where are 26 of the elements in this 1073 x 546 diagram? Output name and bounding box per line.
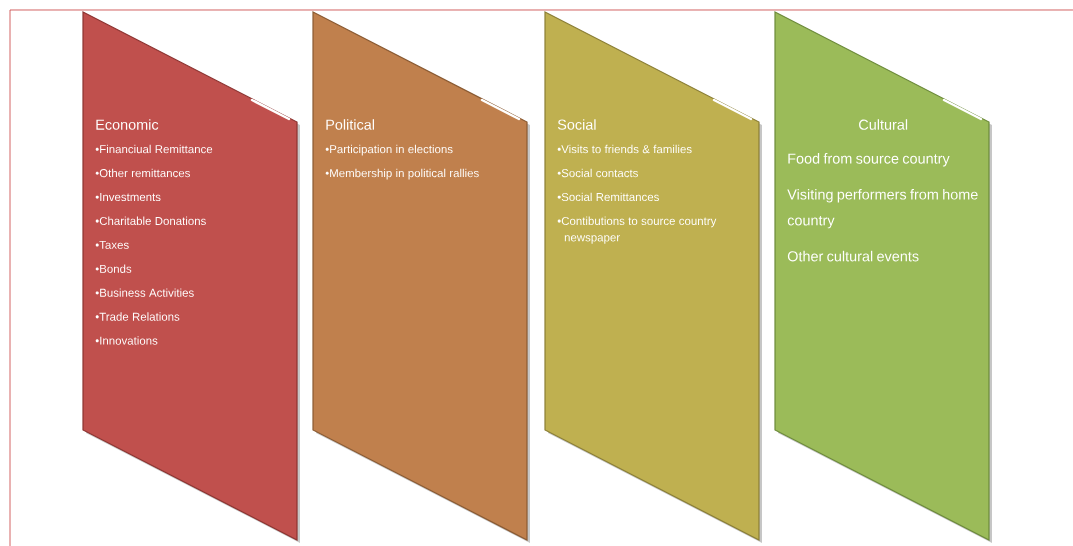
bullet-item: •Membership in political rallies (325, 168, 479, 180)
bullet-item: •Bonds (95, 264, 132, 273)
panel-heading: Economic (96, 119, 159, 130)
bullet-item: •Charitable Donations (95, 216, 206, 225)
panel-heading: Cultural (859, 119, 908, 130)
bullet-item: •Business Activities (95, 288, 194, 297)
bullet-item: •Trade Relations (95, 312, 180, 321)
chevron-panel (544, 11, 762, 543)
bullet-item: •Visits to friends & families (557, 144, 692, 154)
bullet-item: •Other remittances (95, 168, 190, 178)
chevron-panel (82, 11, 300, 543)
paragraph: Visiting performers from home country (787, 189, 978, 229)
bullet-item: •Social contacts (557, 168, 638, 178)
chevron-panel (312, 11, 530, 543)
chevron-panel (774, 11, 992, 543)
paragraph: Food from source country (788, 153, 950, 167)
panel-heading: Political (326, 119, 374, 130)
bullet-item: •Taxes (95, 241, 129, 249)
panel-heading: Social (557, 119, 596, 130)
paragraph: Other cultural events (787, 250, 919, 262)
bullet-item: •Investments (95, 193, 161, 202)
bullet-item: •Social Remittances (557, 192, 659, 202)
bullet-item: •Contibutions to source country newspaper (557, 216, 717, 244)
bullet-item: •Participation in elections (325, 144, 453, 156)
bullet-item: •Innovations (95, 336, 158, 345)
bullet-item: •Financiual Remittance (95, 144, 213, 154)
